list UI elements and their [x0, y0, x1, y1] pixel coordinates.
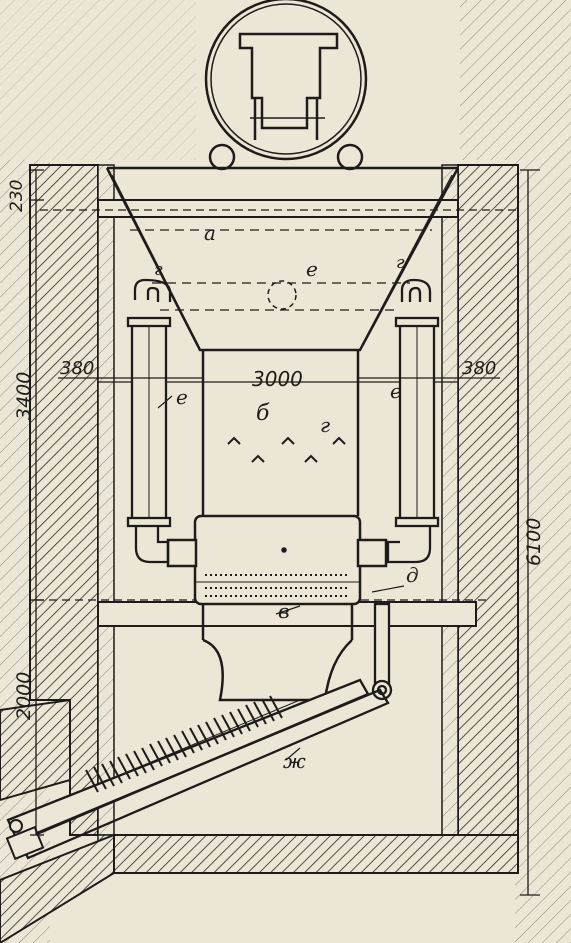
label-e-top: е — [306, 257, 318, 281]
conveyor-bristles — [85, 695, 283, 793]
upper-beam — [40, 199, 520, 218]
dim-3000: 3000 — [252, 367, 303, 391]
lower-beam — [36, 599, 490, 627]
label-e-left-pipe: е — [176, 385, 188, 409]
drum — [166, 514, 388, 606]
label-g: г — [320, 413, 330, 437]
dim-3400: 3400 — [13, 372, 35, 420]
dimension-lines — [30, 169, 540, 896]
left-wall — [29, 164, 115, 836]
chamber-marks — [227, 436, 346, 463]
ground-top-right — [460, 0, 571, 160]
return-pipe — [371, 602, 393, 701]
label-a: а — [204, 221, 216, 245]
label-e-right-pipe: е — [390, 379, 402, 403]
label-d: д — [406, 563, 419, 587]
dim-230: 230 — [7, 180, 27, 212]
floor-slab — [113, 834, 519, 874]
label-g-left-small: г — [154, 260, 163, 280]
hopper — [105, 166, 460, 352]
ground-right — [515, 160, 571, 943]
label-b: б — [256, 401, 270, 426]
leader-lines — [157, 395, 405, 761]
label-g-right-small: г — [396, 253, 405, 273]
dim-380-right: 380 — [462, 358, 496, 379]
ground-top-left — [0, 0, 196, 160]
label-zh: ж — [283, 749, 306, 773]
top-conveyor-frame — [196, 0, 460, 171]
left-pipe — [126, 278, 172, 564]
dim-6100: 6100 — [523, 518, 545, 566]
right-wall — [441, 164, 519, 836]
dim-380-left: 380 — [60, 358, 94, 379]
discharge-channel — [0, 698, 115, 943]
dim-2000: 2000 — [13, 672, 35, 720]
right-pipe — [386, 278, 440, 564]
